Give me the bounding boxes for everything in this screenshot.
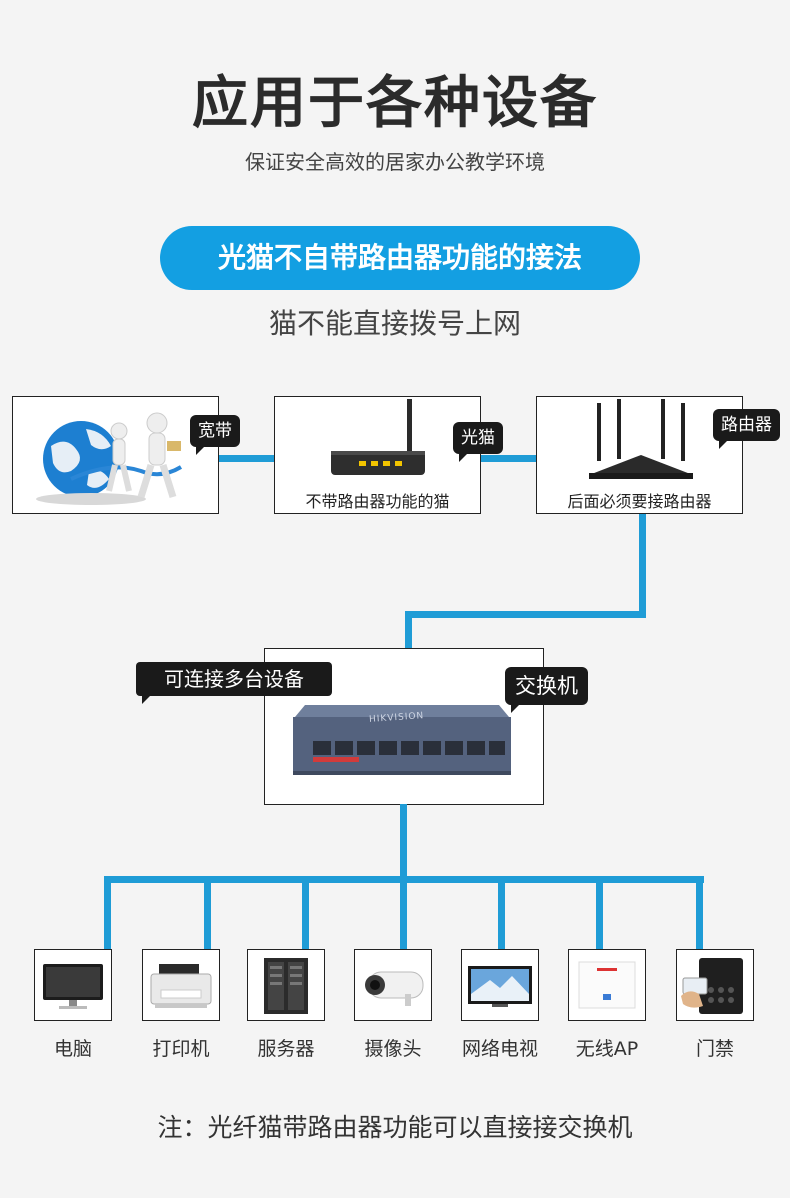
section-title-pill: 光猫不自带路由器功能的接法 <box>160 226 640 290</box>
broadband-tag-text: 宽带 <box>198 421 232 441</box>
access-point-icon <box>578 961 636 1009</box>
router-caption: 后面必须要接路由器 <box>567 492 712 511</box>
section-subtitle: 猫不能直接拨号上网 <box>268 307 521 340</box>
device-server <box>247 949 325 1021</box>
wire-to-switch <box>405 611 412 649</box>
switch-note: 可连接多台设备 <box>136 662 332 704</box>
device-camera <box>354 949 432 1021</box>
device-caption-printer: 打印机 <box>152 1038 210 1060</box>
page-subtitle: 保证安全高效的居家办公教学环境 <box>245 150 545 174</box>
wire-drop-tv <box>498 876 505 950</box>
device-computer <box>34 949 112 1021</box>
tv-icon <box>468 966 532 1007</box>
wire-router-down <box>639 512 646 618</box>
wire-router-horizontal <box>405 611 646 618</box>
wire-broadband-modem <box>218 455 275 462</box>
device-caption-camera: 摄像头 <box>364 1038 422 1060</box>
modem-box: 不带路由器功能的猫 光猫 <box>274 396 503 514</box>
switch-tag-text: 交换机 <box>515 674 578 698</box>
wire-drop-camera <box>400 876 407 950</box>
camera-icon <box>365 971 424 1006</box>
server-icon <box>264 958 308 1014</box>
modem-icon <box>331 399 425 475</box>
printer-icon <box>150 964 212 1008</box>
switch-tag: 交换机 <box>505 667 588 713</box>
switch-note-text: 可连接多台设备 <box>164 667 304 691</box>
device-caption-tv: 网络电视 <box>461 1038 538 1060</box>
footer-note: 注：光纤猫带路由器功能可以直接接交换机 <box>157 1113 633 1142</box>
device-caption-ap: 无线AP <box>575 1038 639 1060</box>
wire-switch-down <box>400 804 407 881</box>
wire-drop-computer <box>104 876 111 950</box>
router-box: 后面必须要接路由器 路由器 <box>536 396 780 514</box>
device-ap <box>568 949 646 1021</box>
wire-drop-ap <box>596 876 603 950</box>
switch-icon <box>293 705 511 775</box>
wire-drop-access <box>696 876 703 950</box>
device-caption-computer: 电脑 <box>53 1038 92 1060</box>
monitor-icon <box>43 964 103 1009</box>
device-tv <box>461 949 539 1021</box>
device-printer <box>142 949 220 1021</box>
device-caption-server: 服务器 <box>257 1038 315 1060</box>
device-caption-access-control: 门禁 <box>695 1038 734 1060</box>
modem-caption: 不带路由器功能的猫 <box>305 492 450 511</box>
router-icon <box>589 399 693 479</box>
switch-box: HIKVISION 交换机 <box>264 648 588 805</box>
wire-modem-router <box>480 455 537 462</box>
access-control-icon <box>681 958 743 1014</box>
broadband-tag: 宽带 <box>190 415 240 455</box>
router-tag: 路由器 <box>713 409 780 449</box>
device-access-control <box>676 949 754 1021</box>
modem-tag-text: 光猫 <box>461 428 495 448</box>
page-title: 应用于各种设备 <box>192 71 598 136</box>
broadband-box: 宽带 <box>12 396 240 514</box>
router-tag-text: 路由器 <box>721 415 772 435</box>
wire-drop-printer <box>204 876 211 950</box>
modem-tag: 光猫 <box>453 422 503 462</box>
globe-people-icon <box>36 412 183 505</box>
wire-drop-server <box>302 876 309 950</box>
